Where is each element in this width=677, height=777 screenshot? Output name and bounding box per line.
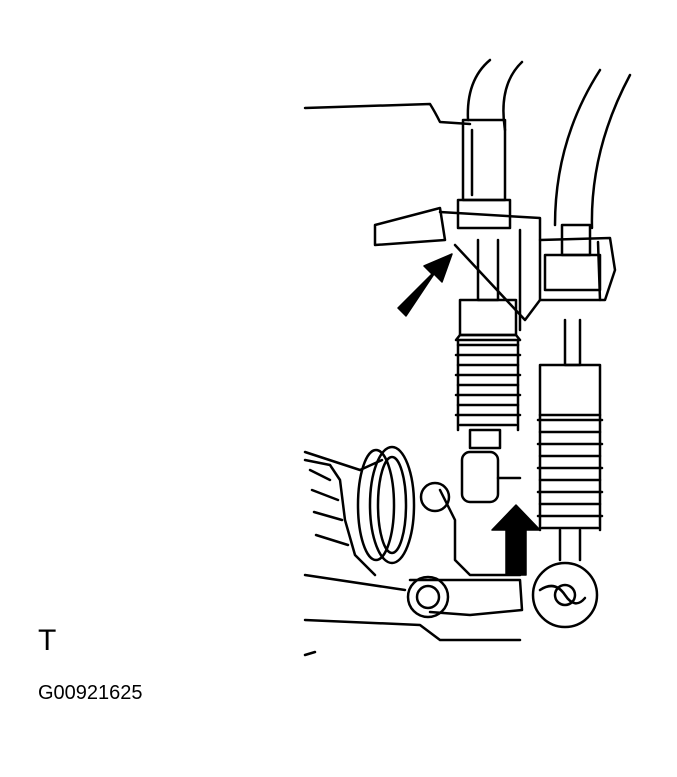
left-control-cable bbox=[456, 58, 524, 230]
corner-letter: T bbox=[38, 624, 57, 657]
cable-bracket bbox=[373, 206, 617, 332]
right-cable-end-boot bbox=[536, 318, 604, 562]
upper-arrow bbox=[397, 253, 453, 317]
figure-id: G00921625 bbox=[38, 682, 143, 704]
lower-arrow bbox=[491, 504, 541, 576]
left-cable-end-boot bbox=[454, 238, 522, 450]
shift-lever bbox=[356, 445, 524, 617]
right-control-cable bbox=[543, 68, 632, 292]
mounting-pivot bbox=[406, 481, 451, 619]
transmission-case bbox=[303, 102, 522, 657]
cable-end-eye bbox=[531, 561, 599, 629]
